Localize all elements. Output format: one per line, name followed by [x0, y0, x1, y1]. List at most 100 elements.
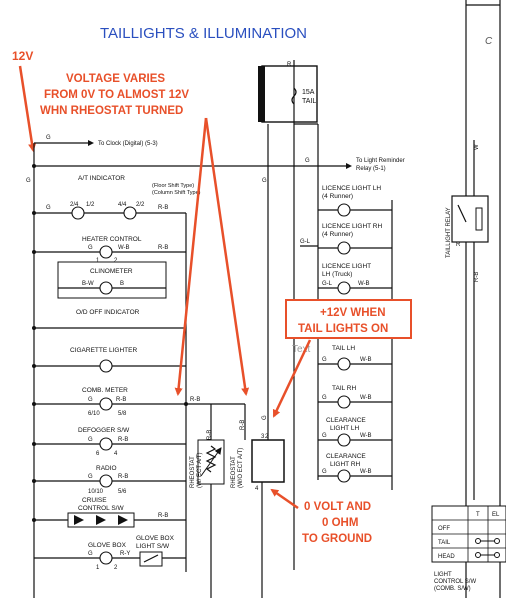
comb-meter-bulb [99, 397, 113, 411]
defogger-pin-2: 4 [114, 451, 118, 457]
licence-rh-bulb [337, 241, 351, 255]
clearance-lh-wire-wb: W-B [360, 433, 372, 439]
supply-voltage-label: 12V [12, 49, 33, 63]
licence-rh-label-1: LICENCE LIGHT RH [322, 223, 383, 230]
clearance-lh-label-1: CLEARANCE [326, 417, 366, 424]
cigarette-bulb [99, 359, 113, 373]
at-pin-label-2: 1/2 [86, 202, 95, 208]
relay-wire-rb: R-B [474, 272, 480, 282]
licence-lh-label-2: (4 Runner) [322, 193, 353, 200]
heater-control-label: HEATER CONTROL [82, 236, 142, 243]
wire-label-g-trunk: G [262, 178, 267, 184]
licence-light-lh: LICENCE LIGHT LH (4 Runner) [318, 185, 392, 217]
clinometer-wire-bw: B-W [82, 281, 94, 287]
rheostat-b-label-1: RHEOSTAT [231, 456, 237, 488]
glove-pin-1: 1 [96, 565, 100, 571]
at-pin-label-4: 2/2 [136, 202, 145, 208]
at-indicator-label: A/T INDICATOR [78, 175, 125, 182]
switch-name-3: (COMB. S/W) [434, 586, 471, 592]
defogger-wire-rb: R-B [118, 437, 128, 443]
switch-row-head: HEAD [438, 554, 455, 560]
at-indicator-bulb-1 [71, 206, 85, 220]
glove-switch-lever [143, 554, 159, 563]
taillight-relay-box [451, 195, 489, 243]
licence-light-rh: LICENCE LIGHT RH (4 Runner) [318, 223, 392, 255]
glove-wire-g: G [88, 551, 93, 557]
defogger-pin-1: 6 [96, 451, 100, 457]
to-reminder-label-2: Relay (5-1) [356, 166, 386, 172]
wire-label-gl: G-L [300, 239, 311, 245]
wire-label-g: G [46, 135, 51, 141]
clearance-rh-label-1: CLEARANCE [326, 453, 366, 460]
cruise-diode-3 [118, 515, 128, 525]
stray-text: Text [292, 344, 311, 355]
tail-rh-wire-g: G [322, 395, 327, 401]
licence-truck-wire-wb: W-B [358, 281, 370, 287]
to-clock-label: To Clock (Digital) (5-3) [98, 141, 158, 147]
radio-wire-g: G [88, 474, 93, 480]
rheostat-feed-rb: R-B [190, 397, 200, 403]
tail-light-lh: TAIL LH G W-B [318, 345, 392, 371]
left-junction-dots [32, 164, 188, 522]
clearance-light-rh: CLEARANCE LIGHT RH G W-B [318, 453, 392, 483]
tail-lh-bulb [337, 357, 351, 371]
rheostat-b-pin-4: 4 [255, 486, 259, 492]
fuse-wire-label: R [287, 62, 292, 68]
ground-note-line-1: 0 VOLT AND [304, 501, 371, 513]
rheostat-note-arrow-1 [174, 117, 208, 396]
tail-on-note-box [285, 299, 412, 339]
column-shift-label: (Column Shift Type) [152, 190, 201, 196]
clock-feed-arrow [88, 140, 94, 146]
at-pin-label-3: 4/4 [118, 202, 127, 208]
heater-pin-1: 1 [96, 258, 100, 264]
at-indicator-bulb-2 [123, 206, 137, 220]
wire-label-g-reminder: G [305, 158, 310, 164]
heater-wire-wb: W-B [118, 245, 130, 251]
licence-rh-label-2: (4 Runner) [322, 231, 353, 238]
relay-coil [475, 207, 483, 231]
clinometer-wire-b: B [120, 281, 124, 287]
switch-col-t: T [476, 512, 480, 518]
switch-name-1: LIGHT [434, 572, 452, 578]
glove-pin-2: 2 [114, 565, 118, 571]
rheostat-b-wire-rb: R-B [240, 420, 246, 430]
heater-bulb [99, 245, 113, 259]
switch-col-el: EL [492, 512, 500, 518]
fuse-box [261, 65, 318, 123]
clearance-rh-wire-wb: W-B [360, 469, 372, 475]
rheostat-a-label-1: RHEOSTAT [190, 456, 196, 488]
tail-rh-bulb [337, 395, 351, 409]
ground-note-line-2: 0 OHM [322, 517, 358, 529]
tail-rh-wire-wb: W-B [360, 395, 372, 401]
licence-lh-label-1: LICENCE LIGHT LH [322, 185, 381, 192]
cruise-label-1: CRUISE [82, 497, 107, 504]
radio-wire-rb: R-B [118, 474, 128, 480]
rheostat-b-wire-g: G [262, 415, 268, 420]
supply-arrow [18, 65, 37, 152]
defogger-label: DEFOGGER S/W [78, 427, 130, 434]
tail-rh-label: TAIL RH [332, 385, 357, 392]
od-off-label: O/D OFF INDICATOR [76, 309, 140, 316]
defogger-wire-g: G [88, 437, 93, 443]
rheostat-a-wiper [200, 447, 222, 477]
licence-truck-wire-gl: G-L [322, 281, 333, 287]
switch-name-2: CONTROL S/W [434, 579, 476, 585]
rheostat-a-label-2: (W/ ECT A/T) [197, 452, 203, 488]
clearance-lh-label-2: LIGHT LH [330, 425, 359, 432]
clearance-rh-label-2: LIGHT RH [330, 461, 361, 468]
comb-meter-wire-g: G [88, 397, 93, 403]
floor-shift-label: (Floor Shift Type) [152, 183, 194, 189]
cruise-diode-2 [96, 515, 106, 525]
to-reminder-label-1: To Light Reminder [356, 158, 405, 164]
switch-row-tail: TAIL [438, 540, 451, 546]
switch-row-off: OFF [438, 526, 450, 532]
licence-truck-label-1: LICENCE LIGHT [322, 263, 371, 270]
rheostat-b-pin-2: 2 [265, 434, 269, 440]
clearance-rh-bulb [337, 469, 351, 483]
rheostat-a-wire-rb: R-B [207, 430, 213, 440]
radio-label: RADIO [96, 465, 117, 472]
rheostat-b-label-2: (W/O ECT A/T) [238, 448, 244, 488]
rheostat-note-line-2: FROM 0V TO ALMOST 12V [44, 89, 189, 101]
tail-on-note-arrow [272, 339, 312, 418]
